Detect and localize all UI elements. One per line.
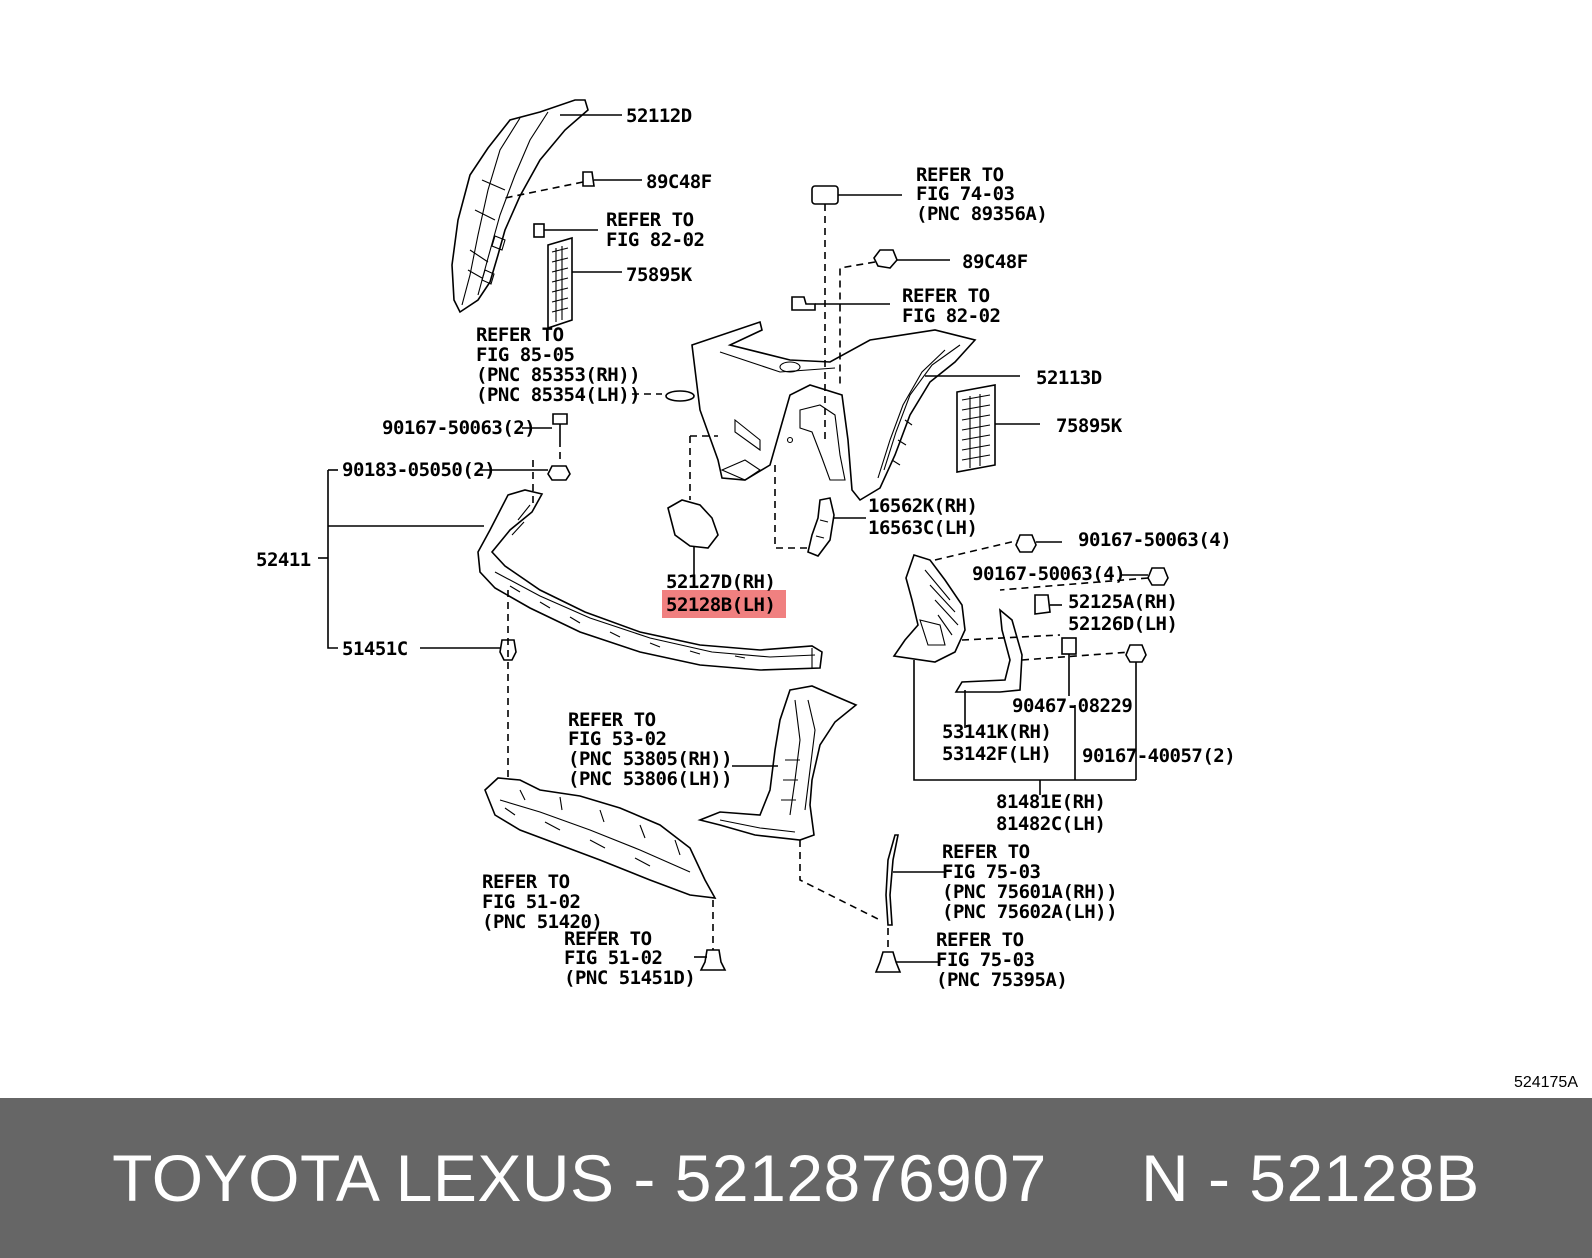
bracket-16562K	[774, 465, 866, 557]
label-ref-75-03-b-3: (PNC 75395A)	[936, 969, 1067, 991]
label-ref-75-03-b-2: FIG 75-03	[936, 949, 1035, 971]
footer-title: TOYOTA LEXUS - 5212876907 N - 52128B	[112, 1141, 1480, 1215]
pad-75895K-b	[956, 384, 1040, 473]
label-ref-82-02-a-1: REFER TO	[606, 209, 694, 231]
label-52112D: 52112D	[626, 105, 692, 127]
bracket-ref-82-02-a	[533, 223, 598, 238]
footer-bar: TOYOTA LEXUS - 5212876907 N - 52128B	[0, 1098, 1592, 1258]
label-16562K: 16562K(RH)	[868, 495, 977, 517]
reinforcement-52411	[477, 489, 823, 671]
clip-ref-51-02	[694, 900, 727, 971]
label-81481E: 81481E(RH)	[996, 791, 1105, 813]
clip-51451C	[420, 590, 517, 780]
label-75895K-b: 75895K	[1056, 415, 1123, 437]
label-ref-53-02-1: REFER TO	[568, 709, 656, 731]
label-89C48F-b: 89C48F	[962, 251, 1028, 273]
label-ref-85-05-4: (PNC 85354(LH))	[476, 384, 640, 406]
bolt-90167-4-b	[999, 567, 1169, 591]
label-ref-75-03-a-3: (PNC 75601A(RH))	[942, 881, 1117, 903]
label-ref-53-02-4: (PNC 53806(LH))	[568, 768, 732, 790]
label-ref-82-02-b-2: FIG 82-02	[902, 305, 1000, 327]
label-81482C: 81482C(LH)	[996, 813, 1105, 835]
label-ref-51-02-b-3: (PNC 51451D)	[564, 967, 695, 989]
label-90183-05050: 90183-05050(2)	[342, 459, 495, 481]
pad-75895K-a	[547, 236, 622, 330]
clip-52125A	[1034, 594, 1062, 615]
label-ref-82-02-b-1: REFER TO	[902, 285, 990, 307]
label-ref-53-02-3: (PNC 53805(RH))	[568, 748, 732, 770]
bolt-90167-40057	[1125, 644, 1147, 780]
bolt-90167-4-a	[1015, 534, 1062, 553]
label-ref-85-05-2: FIG 85-05	[476, 344, 575, 366]
label-ref-51-02-b-1: REFER TO	[564, 928, 652, 950]
label-ref-74-03-3: (PNC 89356A)	[916, 203, 1047, 225]
label-90167-50063-2: 90167-50063(2)	[382, 417, 535, 439]
bumper-center-52113D	[691, 320, 977, 502]
label-53141K: 53141K(RH)	[942, 721, 1051, 743]
label-90467-08229: 90467-08229	[1012, 695, 1132, 717]
label-90167-50063-4-b: 90167-50063(4)	[972, 563, 1125, 585]
parts-diagram: 52112D 89C48F REFER TO FIG 82-02 75895K …	[256, 99, 1236, 991]
label-ref-51-02-a-3: (PNC 51420)	[482, 911, 602, 933]
label-90167-50063-4-a: 90167-50063(4)	[1078, 529, 1231, 551]
clip-89C48F-b	[839, 249, 950, 385]
leader-81481E	[913, 660, 1136, 795]
nut-90183-05050	[478, 460, 571, 505]
label-ref-85-05-1: REFER TO	[476, 324, 564, 346]
garnish-53141K	[954, 608, 1131, 693]
label-ref-75-03-a-2: FIG 75-03	[942, 861, 1041, 883]
cap-ref-74-03	[811, 185, 902, 440]
label-ref-51-02-a-1: REFER TO	[482, 871, 570, 893]
clip-ref-75-03	[874, 928, 940, 973]
leader-52411	[318, 469, 484, 649]
clip-89C48F-a	[504, 171, 642, 199]
cover-52127D-52128B	[667, 435, 719, 580]
label-52126D: 52126D(LH)	[1068, 613, 1177, 635]
label-75895K-a: 75895K	[626, 264, 693, 286]
label-52127D: 52127D(RH)	[666, 571, 775, 593]
label-ref-85-05-3: (PNC 85353(RH))	[476, 364, 640, 386]
diagram-id: 524175A	[1513, 1074, 1578, 1091]
label-ref-74-03-1: REFER TO	[916, 164, 1004, 186]
label-ref-75-03-b-1: REFER TO	[936, 929, 1024, 951]
label-52128B: 52128B(LH)	[666, 594, 775, 616]
bracket-ref-53-02	[697, 685, 881, 921]
label-51451C: 51451C	[342, 638, 408, 660]
label-52125A: 52125A(RH)	[1068, 591, 1177, 613]
bracket-ref-82-02-b	[791, 296, 890, 311]
bolt-90167-50063-2	[522, 413, 568, 462]
grille-81481E	[892, 539, 1021, 663]
label-52411: 52411	[256, 549, 311, 571]
highlight-box	[662, 590, 786, 618]
bumper-side-52112D	[451, 99, 589, 314]
label-ref-53-02-2: FIG 53-02	[568, 728, 666, 750]
label-16563C: 16563C(LH)	[868, 517, 977, 539]
label-ref-82-02-a-2: FIG 82-02	[606, 229, 704, 251]
label-ref-51-02-b-2: FIG 51-02	[564, 947, 662, 969]
label-90167-40057: 90167-40057(2)	[1082, 745, 1235, 767]
label-52113D: 52113D	[1036, 367, 1102, 389]
liner-ref-75-03	[885, 834, 945, 926]
label-53142F: 53142F(LH)	[942, 743, 1051, 765]
label-ref-75-03-a-1: REFER TO	[942, 841, 1030, 863]
label-ref-74-03-2: FIG 74-03	[916, 183, 1015, 205]
label-ref-51-02-a-2: FIG 51-02	[482, 891, 580, 913]
undercover-ref-51-02	[484, 777, 717, 899]
label-ref-75-03-a-4: (PNC 75602A(LH))	[942, 901, 1117, 923]
label-89C48F-a: 89C48F	[646, 171, 712, 193]
nut-90467	[1061, 637, 1077, 696]
lamp-cap-ref-85-05	[632, 390, 695, 402]
